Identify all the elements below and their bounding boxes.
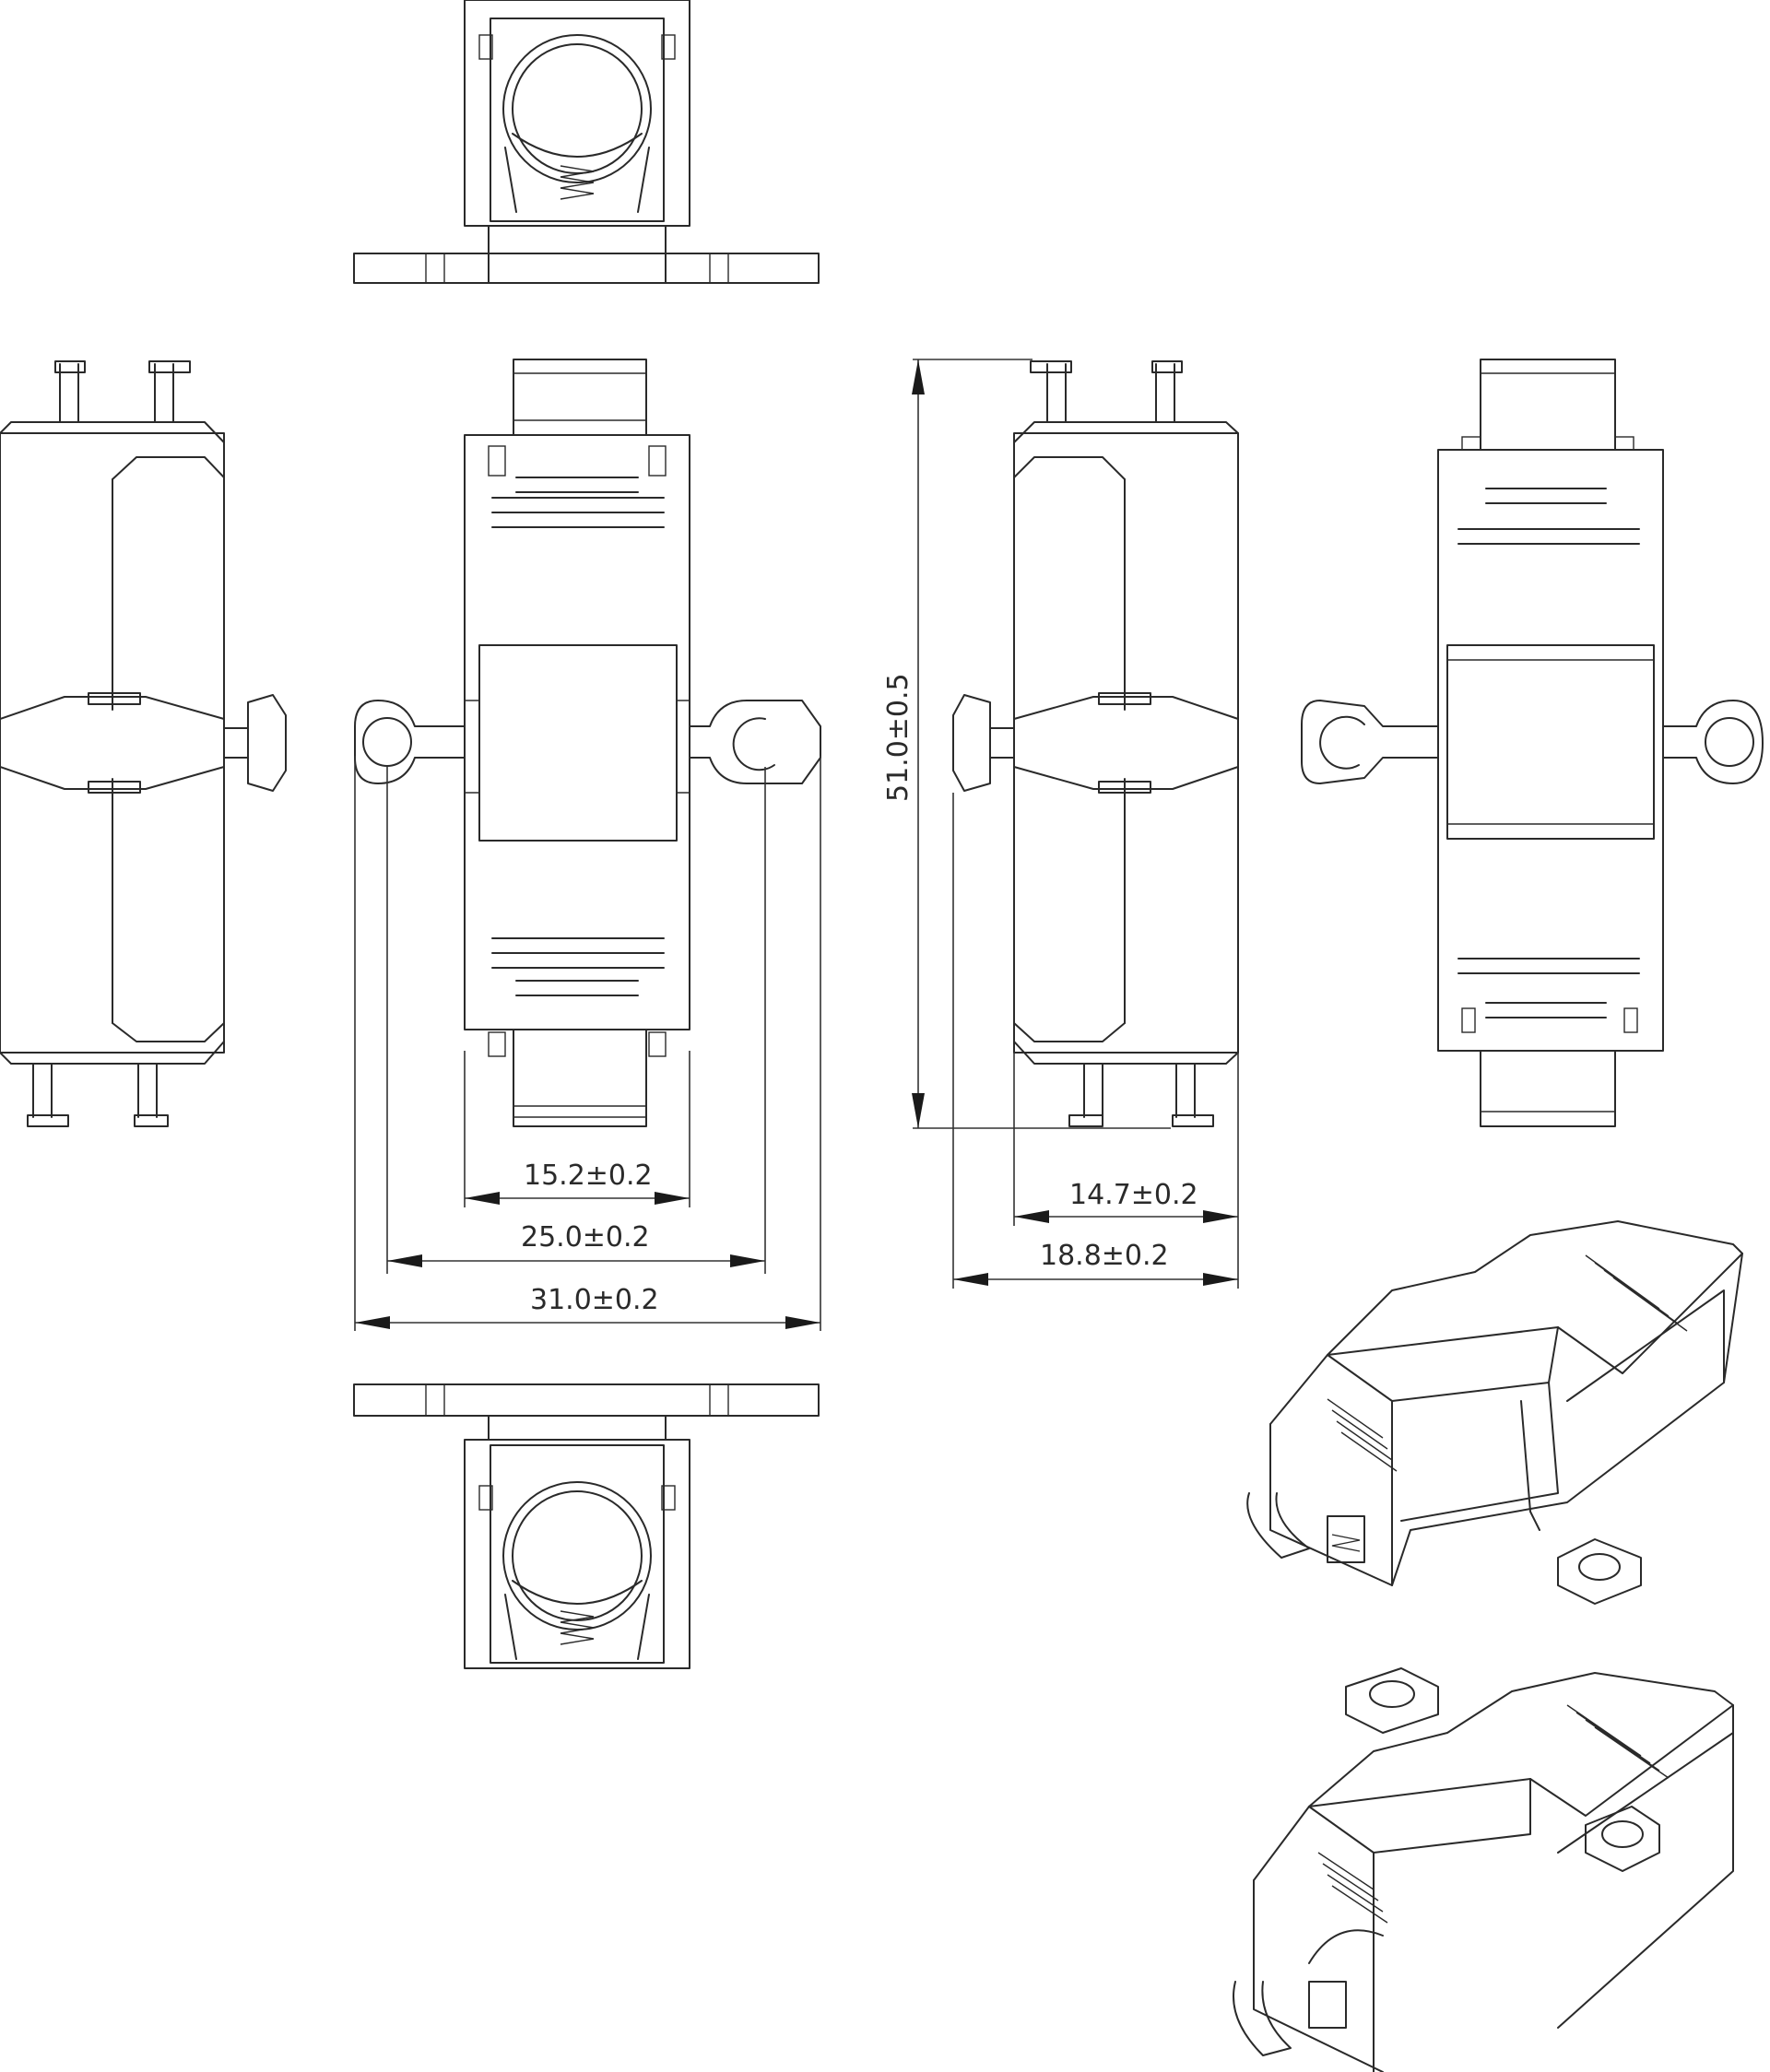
top-end-view — [353, 0, 820, 284]
dimension-25-0: 25.0±0.2 — [386, 767, 766, 1274]
back-view — [1301, 359, 1764, 1127]
dimension-label-14-7: 14.7±0.2 — [1069, 1179, 1198, 1211]
dimension-51-0: 51.0±0.5 — [882, 359, 1171, 1129]
dimension-14-7: 14.7±0.2 — [1013, 1053, 1239, 1226]
dimension-label-15-2: 15.2±0.2 — [524, 1160, 653, 1192]
isometric-view-2 — [1233, 1667, 1734, 2072]
right-side-view — [952, 360, 1239, 1127]
dimension-label-51-0: 51.0±0.5 — [882, 673, 914, 802]
isometric-view-1 — [1246, 1220, 1743, 1605]
dimension-label-18-8: 18.8±0.2 — [1040, 1240, 1169, 1272]
left-side-view — [0, 360, 287, 1127]
bottom-end-view — [353, 1383, 820, 1669]
front-view — [354, 359, 821, 1127]
dimension-18-8: 18.8±0.2 — [952, 793, 1239, 1289]
dimension-label-31-0: 31.0±0.2 — [530, 1284, 659, 1316]
dimension-15-2: 15.2±0.2 — [464, 1051, 690, 1207]
dimension-label-25-0: 25.0±0.2 — [521, 1221, 650, 1254]
dimension-31-0: 31.0±0.2 — [354, 756, 821, 1331]
